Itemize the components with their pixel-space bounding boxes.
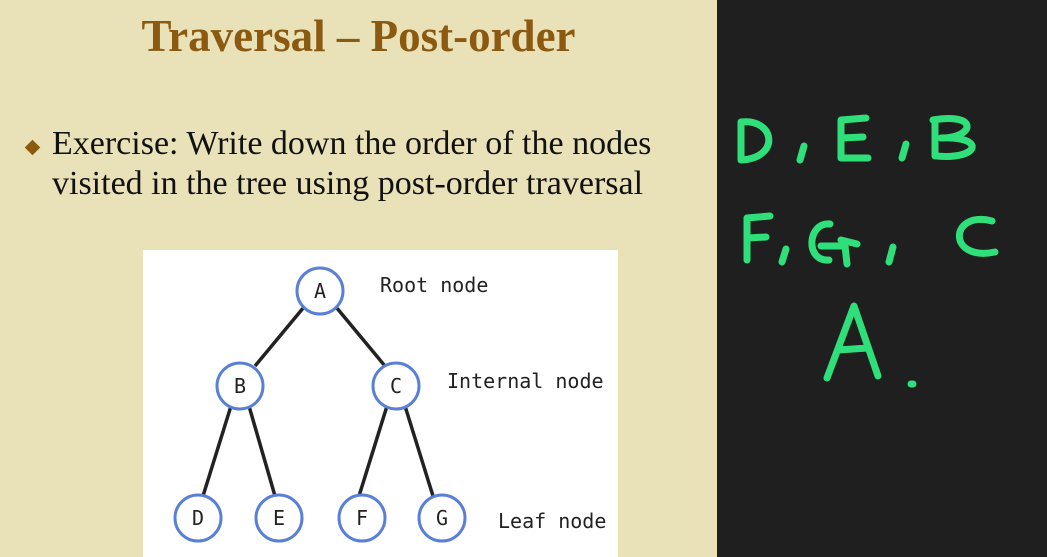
internal-node-label: Internal node: [447, 369, 604, 393]
slide-panel: Traversal – Post-order Exercise: Write d…: [0, 0, 717, 557]
tree-node-g-label: G: [436, 506, 448, 530]
leaf-node-label: Leaf node: [498, 509, 606, 533]
tree-node-e: E: [254, 493, 304, 543]
binary-tree-figure: A B C D E F G: [143, 250, 618, 557]
edge-b-e: [247, 405, 277, 497]
edge-c-g: [403, 405, 435, 497]
tree-node-f-label: F: [356, 506, 368, 530]
tree-node-d-label: D: [192, 506, 204, 530]
edge-a-b: [253, 305, 306, 368]
tree-node-a-label: A: [314, 279, 326, 303]
edge-a-c: [334, 305, 387, 368]
exercise-bullet-text: Exercise: Write down the order of the no…: [52, 125, 652, 202]
tree-node-c-label: C: [390, 374, 402, 398]
tree-node-e-label: E: [273, 506, 285, 530]
slide-title: Traversal – Post-order: [141, 11, 576, 61]
bullet-diamond-icon: [24, 139, 41, 156]
tree-node-c: C: [371, 361, 421, 411]
edge-c-f: [357, 405, 389, 497]
handwriting-line-3: [823, 302, 917, 388]
handwriting-whiteboard: [717, 0, 1047, 557]
tree-node-d: D: [173, 493, 223, 543]
handwriting-line-2: [743, 212, 999, 268]
tree-node-a: A: [295, 266, 345, 316]
tree-node-b-label: B: [234, 374, 246, 398]
edge-b-d: [201, 405, 233, 497]
root-node-label: Root node: [380, 273, 488, 297]
handwriting-line-1: [737, 114, 976, 164]
tree-node-f: F: [337, 493, 387, 543]
tree-node-b: B: [215, 361, 265, 411]
tree-node-g: G: [417, 493, 467, 543]
